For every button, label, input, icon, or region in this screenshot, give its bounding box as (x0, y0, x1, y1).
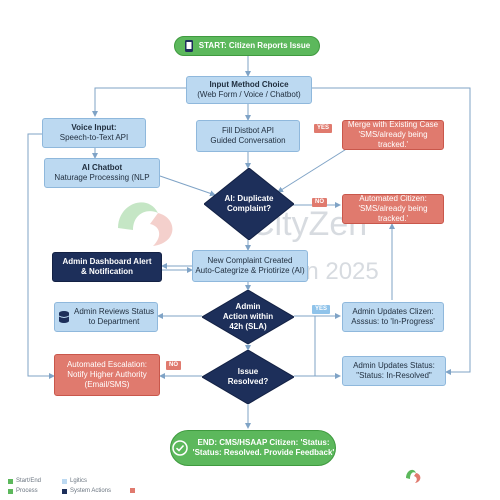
fill-api-node: Fill Distbot API Guided Conversation (196, 120, 300, 152)
voice-input-title: Voice Input: (71, 123, 117, 132)
legend-swatch-alerts (130, 488, 135, 493)
legend-logistics: Lgitics (62, 478, 87, 484)
legend-swatch-process (8, 488, 13, 494)
legend-alerts (130, 488, 135, 493)
escalation-node: Automated Escalation: Notify Higher Auth… (54, 354, 160, 396)
resolved-line1: Issue (237, 367, 259, 376)
input-method-node: Input Method Choice (Web Form / Voice / … (186, 76, 312, 104)
merge-case-node: Merge with Existing Case 'SMS/already be… (342, 120, 444, 150)
new-complaint-node: New Complaint Created Auto-Categrize & P… (192, 250, 308, 282)
resolved-line2: Resolved? (227, 377, 269, 386)
cityzen-logo-icon (406, 469, 421, 483)
legend-start-end: Start/End (8, 478, 41, 484)
legend-swatch-system-actions (62, 488, 67, 494)
auto-citizen-line1: Automated Citizen: (359, 194, 427, 203)
edge-input-voice (92, 87, 186, 117)
updates-status-line2: "Status: In-Resolved" (356, 371, 432, 380)
check-circle-icon (171, 440, 188, 456)
end-line1: END: CMS/HSAAP Citizen: 'Status: (197, 438, 330, 447)
legend-swatch-start-end (8, 478, 13, 484)
yes-merge-label: YES (314, 124, 333, 133)
legend-label-logistics: Lgitics (70, 478, 88, 484)
sla-line1: Admin (235, 302, 261, 311)
escalation-line1: Automated Escalation: (66, 360, 148, 369)
automated-citizen-node: Automated Citizen: 'SMS/already being tr… (342, 194, 444, 224)
legend-label-system-actions: System Actions (70, 488, 112, 494)
phone-icon (184, 40, 193, 52)
database-icon (58, 311, 70, 323)
no-auto-label: NO (312, 198, 327, 207)
updates-line2: Asssus: to 'In-Progress' (351, 317, 435, 326)
legend-label-start-end: Start/End (16, 478, 42, 484)
escalation-line3: (Email/SMS) (84, 380, 130, 389)
yes-updates-label: YES (312, 305, 331, 314)
start-node: START: Citizen Reports Issue (174, 36, 320, 56)
reviews-line1: Admin Reviews Status (73, 307, 155, 316)
legend-process: Process (8, 488, 38, 494)
reviews-line2: to Department (88, 317, 140, 326)
input-method-sub: (Web Form / Voice / Chatbot) (197, 90, 301, 99)
edge-voice-escalation (27, 133, 55, 379)
updates-line1: Admin Updates Clizen: (352, 307, 434, 316)
updates-status-line1: Admin Updates Status: (353, 361, 435, 370)
voice-input-sub: Speech-to-Text API (59, 133, 129, 142)
start-label: START: Citizen Reports Issue (198, 41, 311, 50)
legend-swatch-logistics (62, 478, 67, 484)
dashboard-line2: & Notification (81, 267, 133, 276)
fill-api-title: Fill Distbot API (221, 126, 274, 135)
ai-chatbot-node: AI Chatbot Naturage Processing (NLP (44, 158, 160, 188)
merge-line1: Merge with Existing Case (347, 120, 439, 129)
new-complaint-line2: Auto-Categrize & Priotirize (AI) (195, 266, 305, 275)
watermark-logo (118, 202, 173, 246)
voice-input-node: Voice Input: Speech-to-Text API (42, 118, 146, 148)
end-line2: 'Status: Resolved. Provide Feedback' (192, 448, 335, 457)
sla-line3: 42h (SLA) (229, 322, 267, 331)
ai-chatbot-sub: Naturage Processing (NLP (54, 173, 150, 182)
duplicate-line1: AI: Duplicate (224, 194, 274, 203)
new-complaint-line1: New Complaint Created (207, 256, 293, 265)
legend-label-process: Process (16, 488, 38, 494)
admin-updates-status-node: Admin Updates Status: "Status: In-Resolv… (342, 356, 446, 386)
admin-dashboard-node: Admin Dashboard Alert & Notification (52, 252, 162, 282)
edge-input-loop (312, 87, 471, 375)
fill-api-sub: Guided Conversation (210, 136, 286, 145)
sla-line2: Action within (222, 312, 274, 321)
legend-system-actions: System Actions (62, 488, 111, 494)
edge-ai-duplicate (159, 175, 216, 197)
ai-chatbot-title: AI Chatbot (81, 163, 123, 172)
merge-line2: 'SMS/already being tracked.' (358, 130, 428, 149)
no-escalation-label: NO (166, 361, 181, 370)
dashboard-line1: Admin Dashboard Alert (62, 257, 152, 266)
input-method-title: Input Method Choice (209, 80, 289, 89)
escalation-line2: Notify Higher Authority (67, 370, 147, 379)
admin-updates-node: Admin Updates Clizen: Asssus: to 'In-Pro… (342, 302, 444, 332)
auto-citizen-line2: 'SMS/already being tracked.' (358, 204, 428, 223)
edge-merge-duplicate (277, 147, 349, 193)
end-node: END: CMS/HSAAP Citizen: 'Status:'Status:… (170, 430, 336, 466)
duplicate-line2: Complaint? (227, 204, 271, 213)
